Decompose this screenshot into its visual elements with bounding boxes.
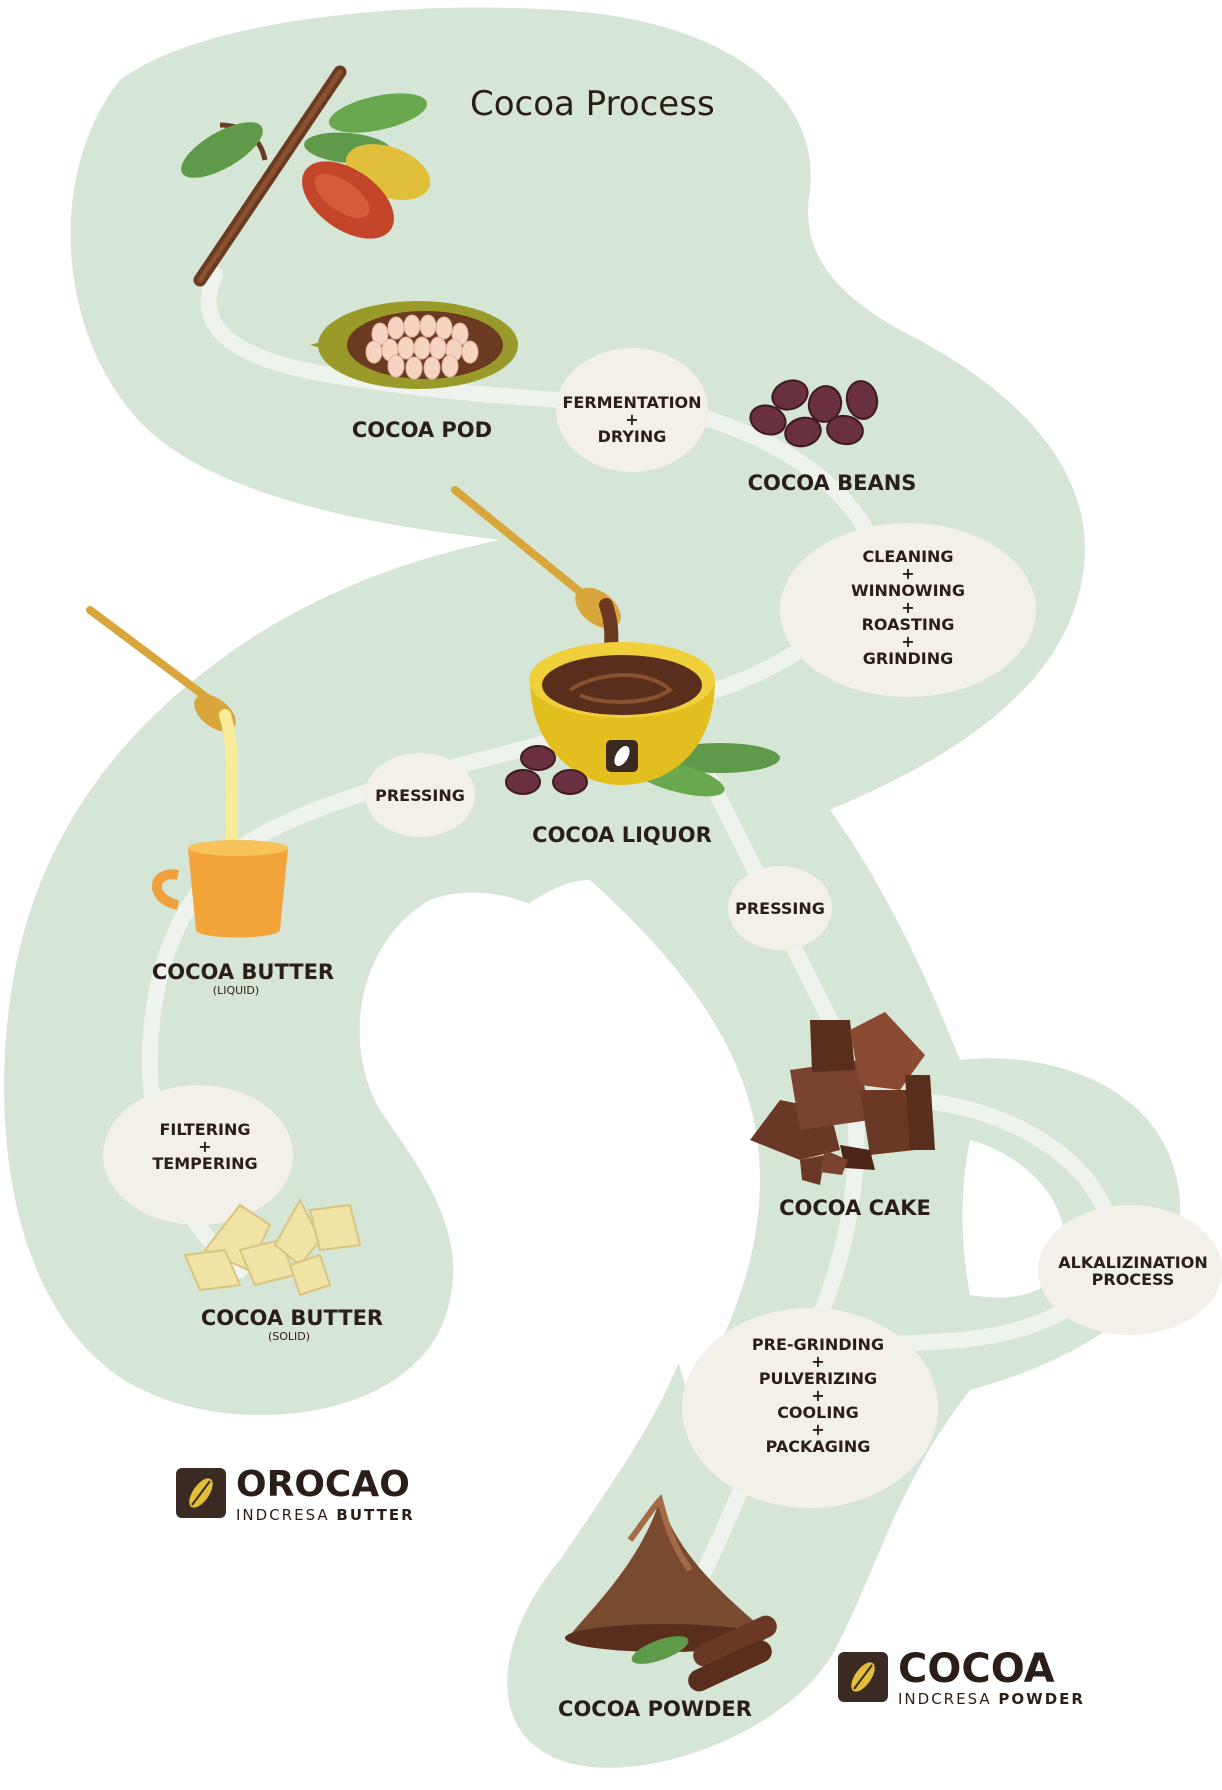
step-alkalization: ALKALIZINATION PROCESS <box>1058 1253 1207 1289</box>
cocoa-tagline-plain: INDCRESA <box>898 1690 998 1708</box>
step-pregrinding-line-1: PRE-GRINDING <box>752 1335 884 1354</box>
step-cleaning: CLEANING + WINNOWING + ROASTING + GRINDI… <box>851 547 965 668</box>
process-path <box>141 267 879 1278</box>
step-pregrinding-line-6: + <box>811 1420 824 1439</box>
step-pregrinding-line-4: + <box>811 1386 824 1405</box>
cocoa-branch-icon <box>181 65 431 287</box>
step-fermentation-line-2: + <box>625 410 638 429</box>
label-cocoa-powder: COCOA POWDER <box>558 1697 752 1721</box>
step-filtering-line-3: TEMPERING <box>152 1154 257 1173</box>
step-pressing-left: PRESSING <box>375 786 465 805</box>
cocoa-powder-icon <box>565 1494 777 1692</box>
step-cleaning-line-4: + <box>901 598 914 617</box>
page-title: Cocoa Process <box>470 84 715 124</box>
label-cocoa-beans: COCOA BEANS <box>748 471 917 495</box>
step-bubble-pressing-right <box>728 866 832 950</box>
orocao-name: OROCAO <box>236 1464 410 1505</box>
step-fermentation-line-3: DRYING <box>598 427 667 446</box>
step-cleaning-line-1: CLEANING <box>862 547 953 566</box>
cocoa-butter-cup-icon <box>86 606 288 938</box>
cocoa-cake-icon <box>750 1012 935 1185</box>
cocoa-tagline-bold: POWDER <box>998 1690 1085 1708</box>
step-pregrinding-line-3: PULVERIZING <box>759 1369 877 1388</box>
cocoa-butter-solid-icon <box>183 1197 362 1297</box>
step-filtering-line-2: + <box>198 1137 211 1156</box>
label-cocoa-butter-solid-sub: (SOLID) <box>268 1330 310 1343</box>
background-hole-right <box>962 1140 1066 1298</box>
cocoa-pod-icon <box>310 301 518 389</box>
step-cleaning-line-7: GRINDING <box>863 649 954 668</box>
step-pregrinding: PRE-GRINDING + PULVERIZING + COOLING + P… <box>752 1335 884 1456</box>
step-fermentation-line-1: FERMENTATION <box>562 393 701 412</box>
step-cleaning-line-5: ROASTING <box>862 615 955 634</box>
label-cocoa-pod: COCOA POD <box>352 418 492 442</box>
label-cocoa-butter-solid: COCOA BUTTER <box>201 1306 383 1330</box>
cocoa-tagline: INDCRESA POWDER <box>898 1690 1085 1708</box>
step-pressing-right: PRESSING <box>735 899 825 918</box>
step-cleaning-line-2: + <box>901 564 914 583</box>
label-cocoa-butter-liquid: COCOA BUTTER <box>152 960 334 984</box>
label-cocoa-butter-liquid-sub: (LIQUID) <box>213 984 259 997</box>
step-pregrinding-line-2: + <box>811 1352 824 1371</box>
cocoa-beans-icon <box>749 379 879 448</box>
orocao-logo: OROCAO INDCRESA BUTTER <box>176 1464 415 1524</box>
cocoa-liquor-bowl-icon <box>451 486 780 797</box>
step-pregrinding-line-5: COOLING <box>777 1403 859 1422</box>
cocoa-name: COCOA <box>898 1646 1055 1692</box>
step-filtering-line-1: FILTERING <box>159 1120 250 1139</box>
label-cocoa-liquor: COCOA LIQUOR <box>532 823 712 847</box>
step-bubble-pressing-left <box>365 753 475 837</box>
orocao-tagline-bold: BUTTER <box>336 1506 414 1524</box>
step-alkalization-line-1: ALKALIZINATION <box>1058 1253 1207 1272</box>
step-pregrinding-line-7: PACKAGING <box>766 1437 871 1456</box>
step-cleaning-line-6: + <box>901 632 914 651</box>
step-bubble-alkalization <box>1038 1205 1222 1335</box>
orocao-tagline-plain: INDCRESA <box>236 1506 336 1524</box>
step-bubble-pregrinding <box>682 1308 938 1508</box>
orocao-tagline: INDCRESA BUTTER <box>236 1506 415 1524</box>
background-hole <box>480 880 760 1400</box>
step-filtering: FILTERING + TEMPERING <box>152 1120 257 1173</box>
step-bubble-cleaning <box>780 523 1036 697</box>
cocoa-powder-logo: COCOA INDCRESA POWDER <box>838 1646 1085 1708</box>
label-cocoa-cake: COCOA CAKE <box>779 1196 931 1220</box>
step-bubble-filtering <box>103 1085 293 1225</box>
step-fermentation: FERMENTATION + DRYING <box>562 393 701 446</box>
step-alkalization-line-2: PROCESS <box>1092 1270 1175 1289</box>
step-cleaning-line-3: WINNOWING <box>851 581 965 600</box>
step-bubble-fermentation <box>556 348 708 472</box>
